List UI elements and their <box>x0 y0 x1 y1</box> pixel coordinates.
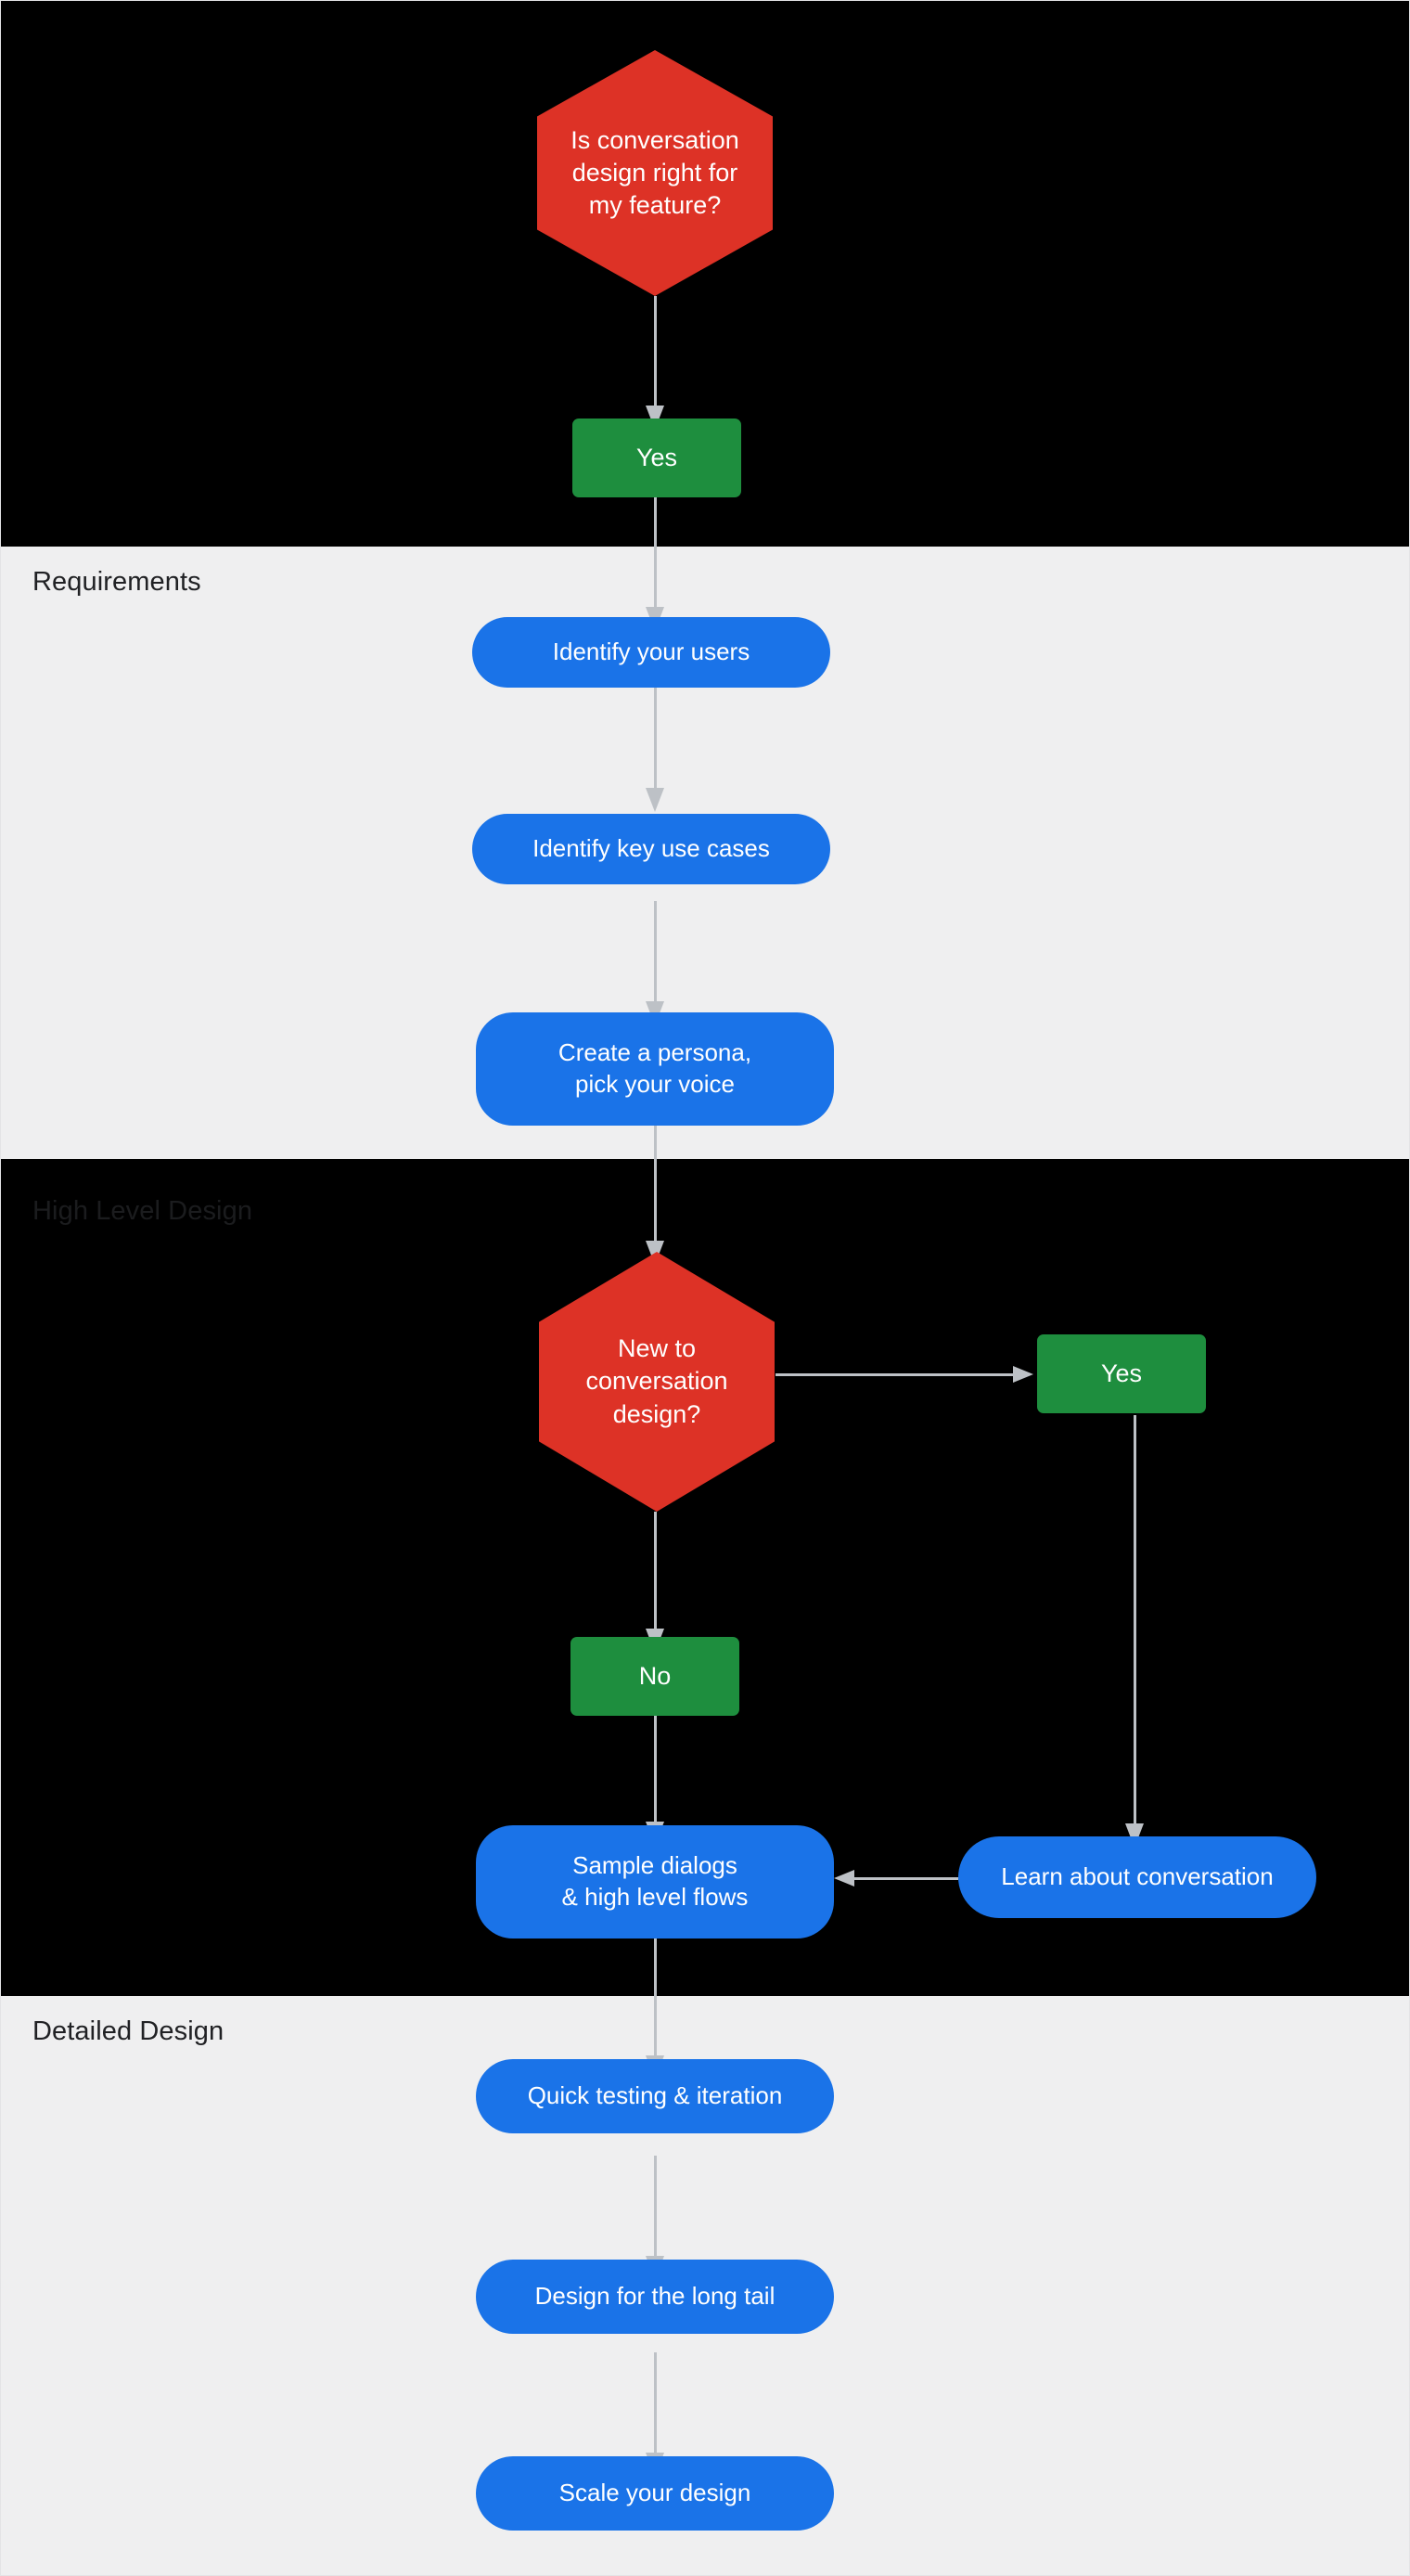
step-node-create-persona-pick-voice[interactable]: Create a persona, pick your voice <box>476 1012 834 1126</box>
section-label-requirements: Requirements <box>32 567 201 597</box>
answer-node-no[interactable]: No <box>570 1637 739 1716</box>
answer-node-yes-2[interactable]: Yes <box>1037 1334 1206 1413</box>
step-node-identify-your-users[interactable]: Identify your users <box>472 617 830 688</box>
step-node-line-1: Sample dialogs <box>572 1851 737 1880</box>
step-node-line-1: Create a persona, <box>558 1038 752 1067</box>
step-node-line-2: & high level flows <box>561 1883 749 1911</box>
step-node-scale-your-design[interactable]: Scale your design <box>476 2456 834 2531</box>
step-node-sample-dialogs-high-level-flows[interactable]: Sample dialogs & high level flows <box>476 1825 834 1938</box>
step-node-quick-testing-iteration[interactable]: Quick testing & iteration <box>476 2059 834 2133</box>
section-label-high-level-design: High Level Design <box>32 1196 253 1226</box>
section-label-detailed-design: Detailed Design <box>32 2016 224 2046</box>
step-node-identify-key-use-cases[interactable]: Identify key use cases <box>472 814 830 884</box>
step-node-learn-about-conversation[interactable]: Learn about conversation <box>958 1836 1316 1918</box>
step-node-line-2: pick your voice <box>575 1070 735 1098</box>
step-node-design-for-long-tail[interactable]: Design for the long tail <box>476 2260 834 2334</box>
answer-node-yes-1[interactable]: Yes <box>572 419 741 497</box>
